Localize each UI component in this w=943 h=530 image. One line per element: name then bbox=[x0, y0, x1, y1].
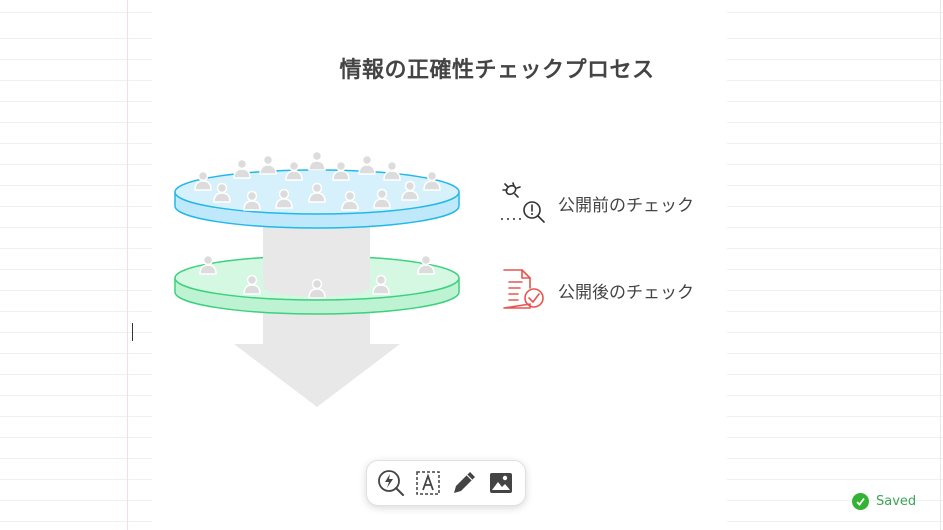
ai-generate-icon bbox=[378, 470, 405, 496]
text-box-icon bbox=[416, 471, 440, 495]
image-icon bbox=[489, 473, 512, 493]
pre-check-layer bbox=[174, 150, 460, 229]
bug-search-icon bbox=[501, 182, 545, 223]
ai-generate-button[interactable] bbox=[375, 467, 407, 499]
image-button[interactable] bbox=[485, 467, 517, 499]
layer-funnel-diagram[interactable] bbox=[170, 140, 470, 420]
pen-icon bbox=[454, 472, 476, 493]
save-status: Saved bbox=[852, 493, 916, 510]
page-title: 情報の正確性チェックプロセス bbox=[339, 58, 655, 83]
saved-label: Saved bbox=[876, 494, 917, 509]
document-check-icon bbox=[503, 269, 544, 309]
margin-line bbox=[127, 0, 128, 530]
step-post-publish-label: 公開後のチェック bbox=[558, 283, 694, 303]
insert-toolbar bbox=[366, 460, 526, 506]
step-pre-publish-label: 公開前のチェック bbox=[558, 196, 694, 216]
text-cursor bbox=[132, 323, 133, 341]
text-box-button[interactable] bbox=[412, 467, 444, 499]
pen-button[interactable] bbox=[448, 467, 480, 499]
right-edge-line bbox=[940, 0, 941, 530]
check-circle-icon bbox=[852, 493, 869, 510]
post-check-layer bbox=[174, 254, 460, 315]
